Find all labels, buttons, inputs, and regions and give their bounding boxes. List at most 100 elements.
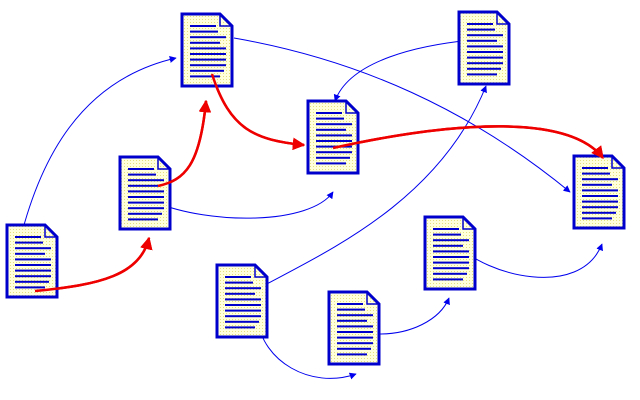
text-line [337,353,367,356]
text-line [190,41,220,44]
text-line [15,286,45,289]
text-line [582,217,612,220]
document-icon [5,223,59,299]
document-bottom-left[interactable] [5,223,59,299]
text-line [582,211,616,214]
text-line [225,292,255,295]
text-line [15,241,43,244]
document-icon [118,155,172,231]
document-top-right[interactable] [457,10,511,86]
link-d7-to-d6 [457,243,603,278]
link-d1-to-d6 [233,37,571,193]
path-link-d3-to-d6 [332,125,604,159]
text-line [337,325,373,328]
text-line [225,298,261,301]
text-line [225,287,261,290]
text-line [128,207,164,210]
text-line [433,267,469,270]
text-line [582,206,618,209]
text-line [190,69,224,72]
text-line [467,51,503,53]
document-icon [306,99,360,175]
text-line [316,112,342,114]
text-line [582,178,618,181]
text-line [316,128,346,131]
page-fold [496,12,509,25]
text-line [225,304,261,306]
text-line [337,336,373,339]
page-fold [611,156,624,169]
path-link-d4-to-d1-overlay [157,99,212,188]
text-line [467,23,493,25]
document-top-left[interactable] [180,12,234,88]
document-right[interactable] [572,154,626,230]
document-icon [457,10,511,86]
document-bottom-center[interactable] [327,290,381,366]
text-line [15,275,51,278]
document-bottom-middle[interactable] [215,263,269,339]
text-line [225,309,261,312]
text-line [467,62,503,65]
text-line [15,236,41,238]
text-line [190,30,218,33]
text-line [337,331,373,333]
text-line [337,314,373,317]
document-icon [572,154,626,230]
text-line [467,73,497,76]
text-line [15,247,51,250]
document-icon [215,263,269,339]
text-line [433,261,469,264]
text-line [190,25,216,27]
text-line [15,258,51,261]
path-link-d3-to-d6-overlay [332,125,604,159]
text-line [316,162,346,165]
text-line [316,156,350,159]
text-line [433,239,469,242]
text-line [433,228,459,230]
text-line [128,212,162,215]
path-overlay [34,73,604,293]
text-line [316,140,352,142]
text-line [337,342,373,345]
text-line [316,151,352,154]
text-line [433,278,463,281]
text-line [225,320,259,323]
page-fold [44,225,57,238]
link-d2-to-d3 [333,39,473,102]
text-line [128,173,156,176]
text-line [467,45,503,48]
text-line [433,233,461,236]
document-icon [327,290,381,366]
text-line [582,172,610,175]
text-line [225,315,261,318]
text-line [128,218,158,221]
text-line [467,67,501,70]
text-line [337,319,367,322]
text-line [190,53,226,55]
path-link-d5-to-d4-overlay [34,236,153,293]
text-line [128,168,154,170]
text-line [128,184,158,187]
text-line [582,189,618,192]
link-d4-to-d3 [154,191,334,219]
text-line [467,28,495,31]
text-line [190,58,226,61]
path-link-d1-to-d3-overlay [210,73,306,151]
text-line [337,303,363,305]
text-line [316,134,352,137]
text-line [225,281,253,284]
document-center[interactable] [306,99,360,175]
text-line [128,196,164,198]
page-fold [157,157,170,170]
text-line [128,179,164,182]
page-fold [254,265,267,278]
text-line [433,272,467,275]
page-fold [345,101,358,114]
document-right-lower[interactable] [423,215,477,291]
text-line [15,264,51,266]
page-fold [219,14,232,27]
document-middle-left[interactable] [118,155,172,231]
text-line [190,47,226,50]
